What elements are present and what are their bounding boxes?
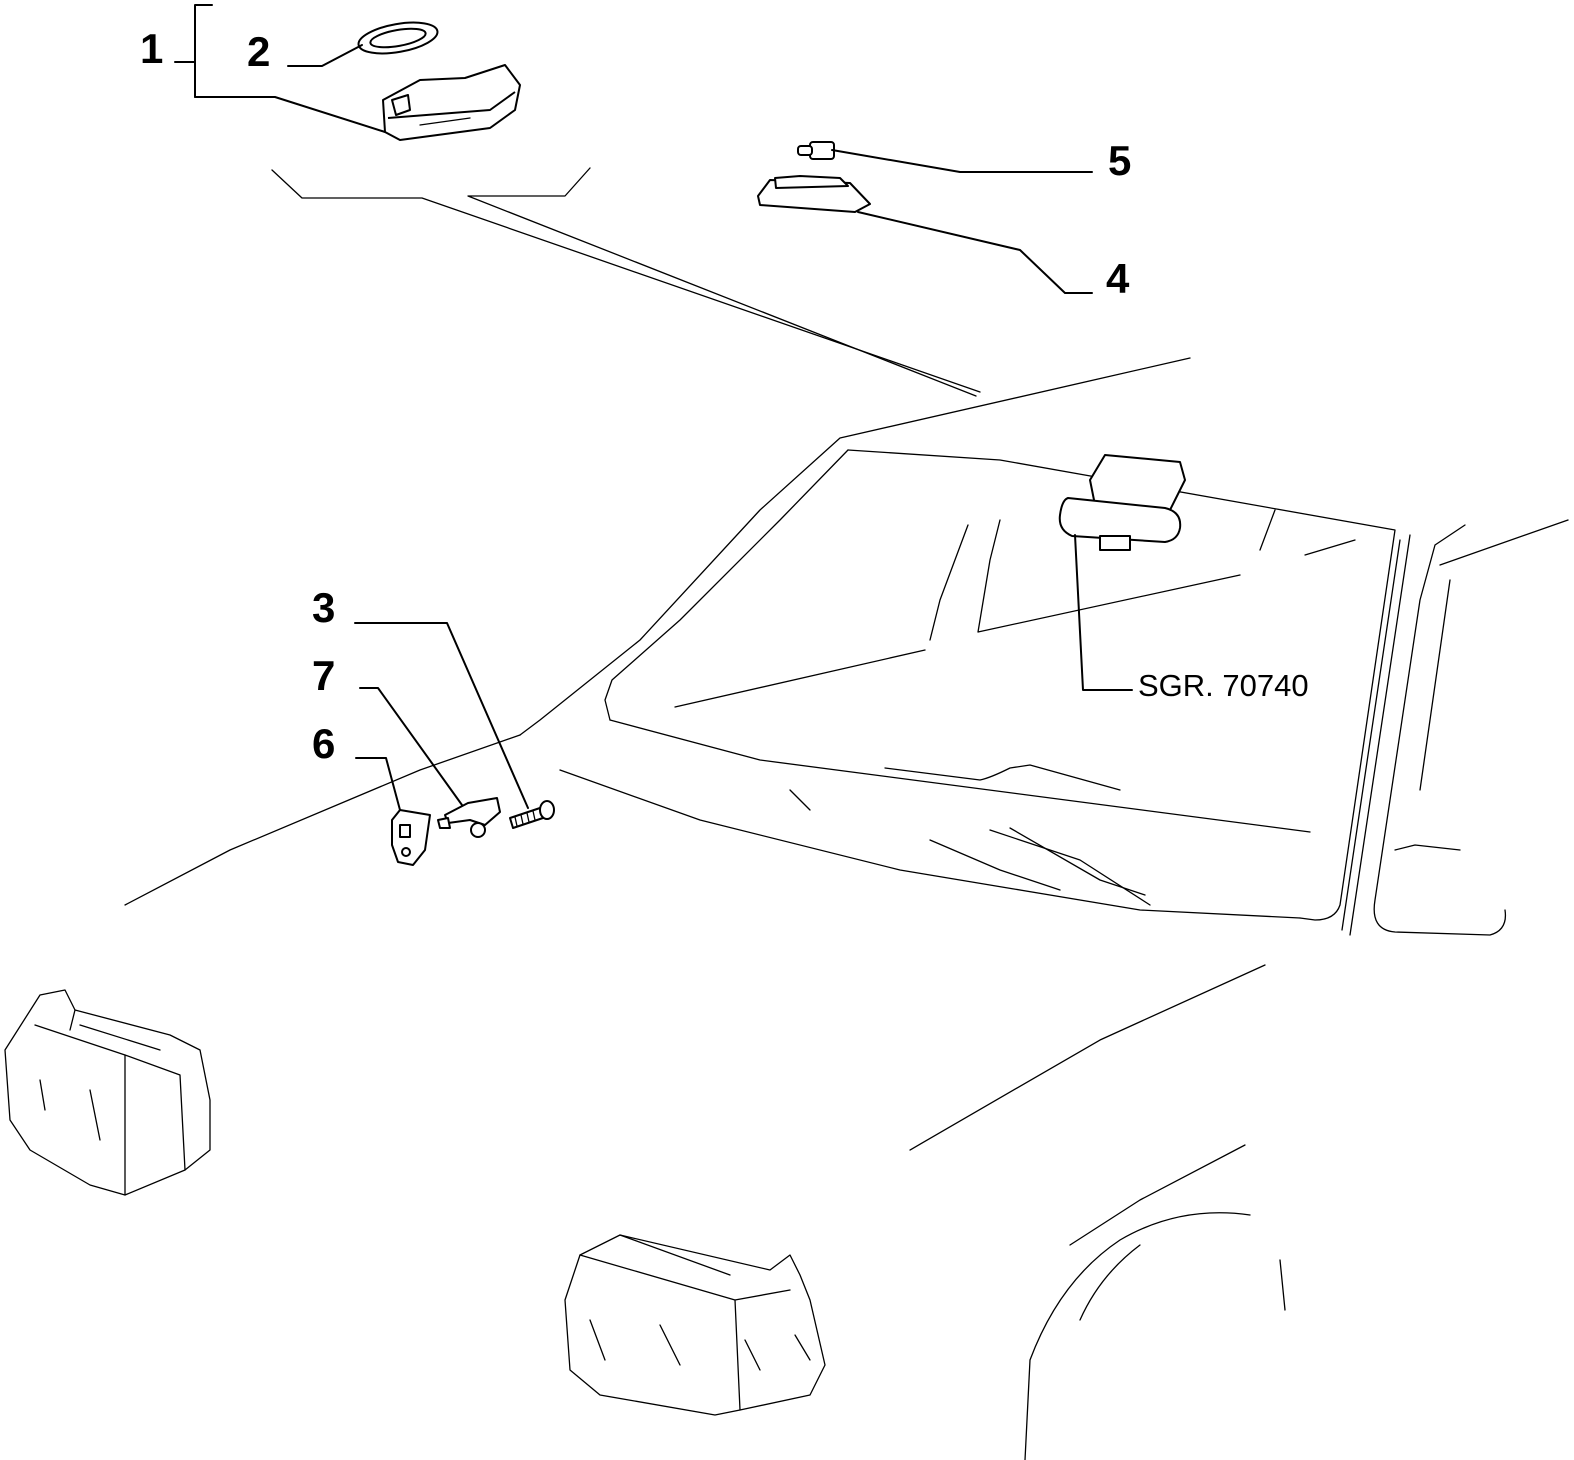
festoon-bulb-icon — [357, 21, 439, 55]
callout-4: 4 — [1106, 255, 1130, 302]
reference-label: SGR. 70740 — [1138, 668, 1309, 703]
small-bulb-icon — [797, 141, 835, 160]
callout-5: 5 — [1108, 137, 1131, 184]
callout-6: 6 — [312, 720, 335, 767]
leader-lines — [174, 4, 1133, 811]
rear-view-mirror-drawing — [1058, 454, 1186, 551]
switch-bracket-icon — [391, 809, 431, 866]
right-headlamp-drawing — [564, 1234, 826, 1416]
dome-lamp-assembly-icon — [382, 64, 521, 141]
left-headlamp-drawing — [4, 989, 211, 1196]
screw-icon — [509, 800, 555, 829]
callout-7: 7 — [312, 652, 335, 699]
car-outline — [124, 357, 1569, 1460]
door-switch-icon — [437, 797, 501, 838]
callout-2: 2 — [247, 28, 270, 75]
callout-1: 1 — [140, 25, 163, 72]
courtesy-lamp-housing-icon — [757, 175, 871, 213]
callout-3: 3 — [312, 584, 335, 631]
